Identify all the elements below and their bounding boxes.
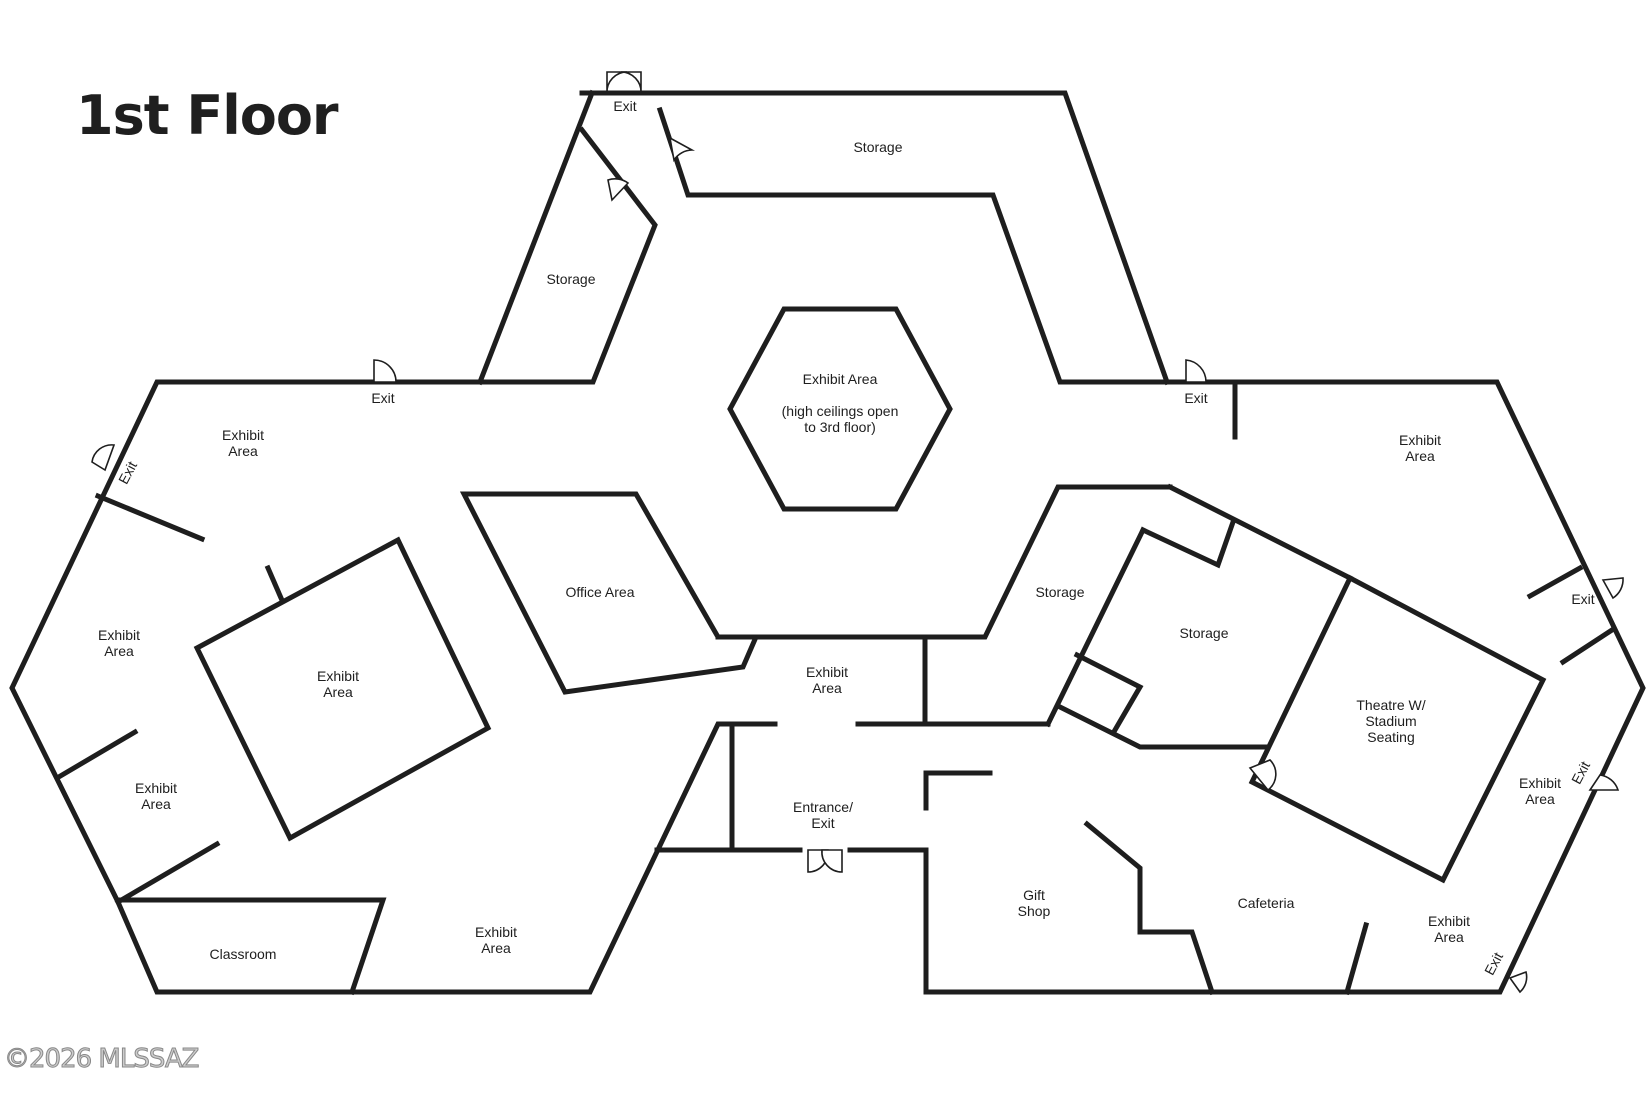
- exit-label-exit-bottom-right: Exit: [1481, 949, 1506, 977]
- door-swing-storage-top: [668, 136, 696, 163]
- door-swing-center-right: [1185, 359, 1207, 383]
- floor-title: 1st Floor: [76, 84, 339, 147]
- exit-label-exit-right-upper: Exit: [1571, 591, 1594, 607]
- exit-label-exit-left-top: Exit: [371, 390, 394, 406]
- room-label-storage-right: Storage: [1179, 625, 1228, 641]
- doors: [91, 71, 1624, 994]
- door-swing-right-lower: [1588, 774, 1620, 791]
- door-swing-top: [606, 71, 628, 94]
- room-label-classroom: Classroom: [210, 946, 277, 962]
- room-label-entrance: Entrance/Exit: [793, 799, 853, 831]
- room-label-storage-top: Storage: [853, 139, 902, 155]
- door-swing-left-top: [373, 359, 397, 383]
- exit-label-exit-top: Exit: [613, 98, 636, 114]
- room-label-cafeteria: Cafeteria: [1238, 895, 1295, 911]
- door-swing-right-upper: [1601, 577, 1624, 600]
- room-label-office: Office Area: [565, 584, 634, 600]
- door-swing-entrance-right: [821, 849, 843, 873]
- door-swing-theatre: [1248, 759, 1277, 792]
- exit-label-exit-right-lower: Exit: [1568, 758, 1593, 786]
- copyright-watermark: ©2026 MLSSAZ: [3, 1044, 199, 1075]
- walls: [9, 89, 1646, 996]
- door-swing-storage-left: [607, 178, 630, 202]
- door-swing-bottom-right: [1508, 970, 1528, 994]
- door-swing-top-2: [620, 71, 642, 94]
- door-swing-left-diagonal: [91, 444, 116, 472]
- room-label-storage-mid: Storage: [1035, 584, 1084, 600]
- exit-label-exit-center-right: Exit: [1184, 390, 1207, 406]
- room-label-storage-upper-left: Storage: [546, 271, 595, 287]
